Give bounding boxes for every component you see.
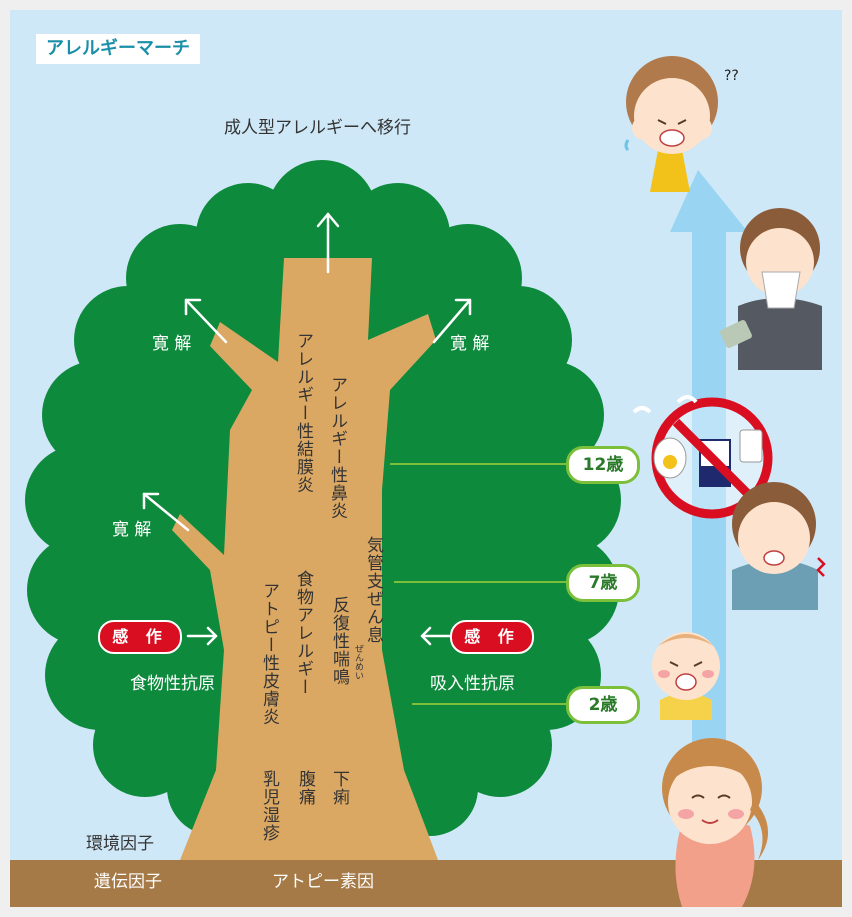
crying-baby-icon — [652, 632, 720, 720]
age-badge-12: 12歳 — [566, 446, 640, 484]
no-egg-milk-icon — [632, 395, 773, 519]
age-badge-2: 2歳 — [566, 686, 640, 724]
allergy-march-diagram: ?? — [10, 10, 842, 907]
tree-trunk — [172, 258, 438, 860]
svg-text:??: ?? — [724, 68, 739, 84]
remission-label-lower: 寛 解 — [112, 520, 152, 540]
wheeze-ruby: ぜんめい — [353, 644, 363, 680]
diagram-title: アレルギーマーチ — [36, 34, 200, 64]
sensitization-badge-food: 感 作 — [98, 620, 182, 654]
food-antigen-label: 食物性抗原 — [130, 674, 215, 694]
rhinitis-label: アレルギー性鼻炎 — [327, 376, 347, 520]
conjunctivitis-label: アレルギー性結膜炎 — [293, 332, 313, 494]
nose-blowing-man-icon — [720, 208, 822, 370]
age-badge-7: 7歳 — [566, 564, 640, 602]
infant-eczema-label: 乳児湿疹 — [259, 770, 279, 842]
diagram-artwork: ?? — [10, 56, 842, 907]
atopic-predisposition-label: アトピー素因 — [272, 872, 374, 892]
recurrent-wheeze-label: 反復性喘鳴 — [329, 596, 349, 686]
pregnant-woman-icon — [662, 738, 769, 907]
coughing-boy-icon — [732, 482, 826, 610]
asthma-label: 気管支ぜん息 — [363, 536, 383, 644]
remission-arrows — [142, 212, 472, 646]
diarrhea-label: 下痢 — [329, 770, 349, 806]
stomach-pain-label: 腹痛 — [295, 770, 315, 806]
food-allergy-label: 食物アレルギー — [293, 570, 313, 696]
remission-label-right: 寛 解 — [450, 334, 490, 354]
adult-allergy-label: 成人型アレルギーへ移行 — [224, 118, 411, 138]
age-indicator-lines — [390, 463, 566, 705]
environment-factor-label: 環境因子 — [86, 834, 154, 854]
sensitization-badge-inhaled: 感 作 — [450, 620, 534, 654]
remission-label-left: 寛 解 — [152, 334, 192, 354]
age-progress-arrow — [670, 170, 748, 840]
atopic-dermatitis-label: アトピー性皮膚炎 — [259, 582, 279, 726]
sneezing-woman-icon: ?? — [624, 56, 739, 192]
inhaled-antigen-label: 吸入性抗原 — [430, 674, 515, 694]
genetic-factor-label: 遺伝因子 — [94, 872, 162, 892]
